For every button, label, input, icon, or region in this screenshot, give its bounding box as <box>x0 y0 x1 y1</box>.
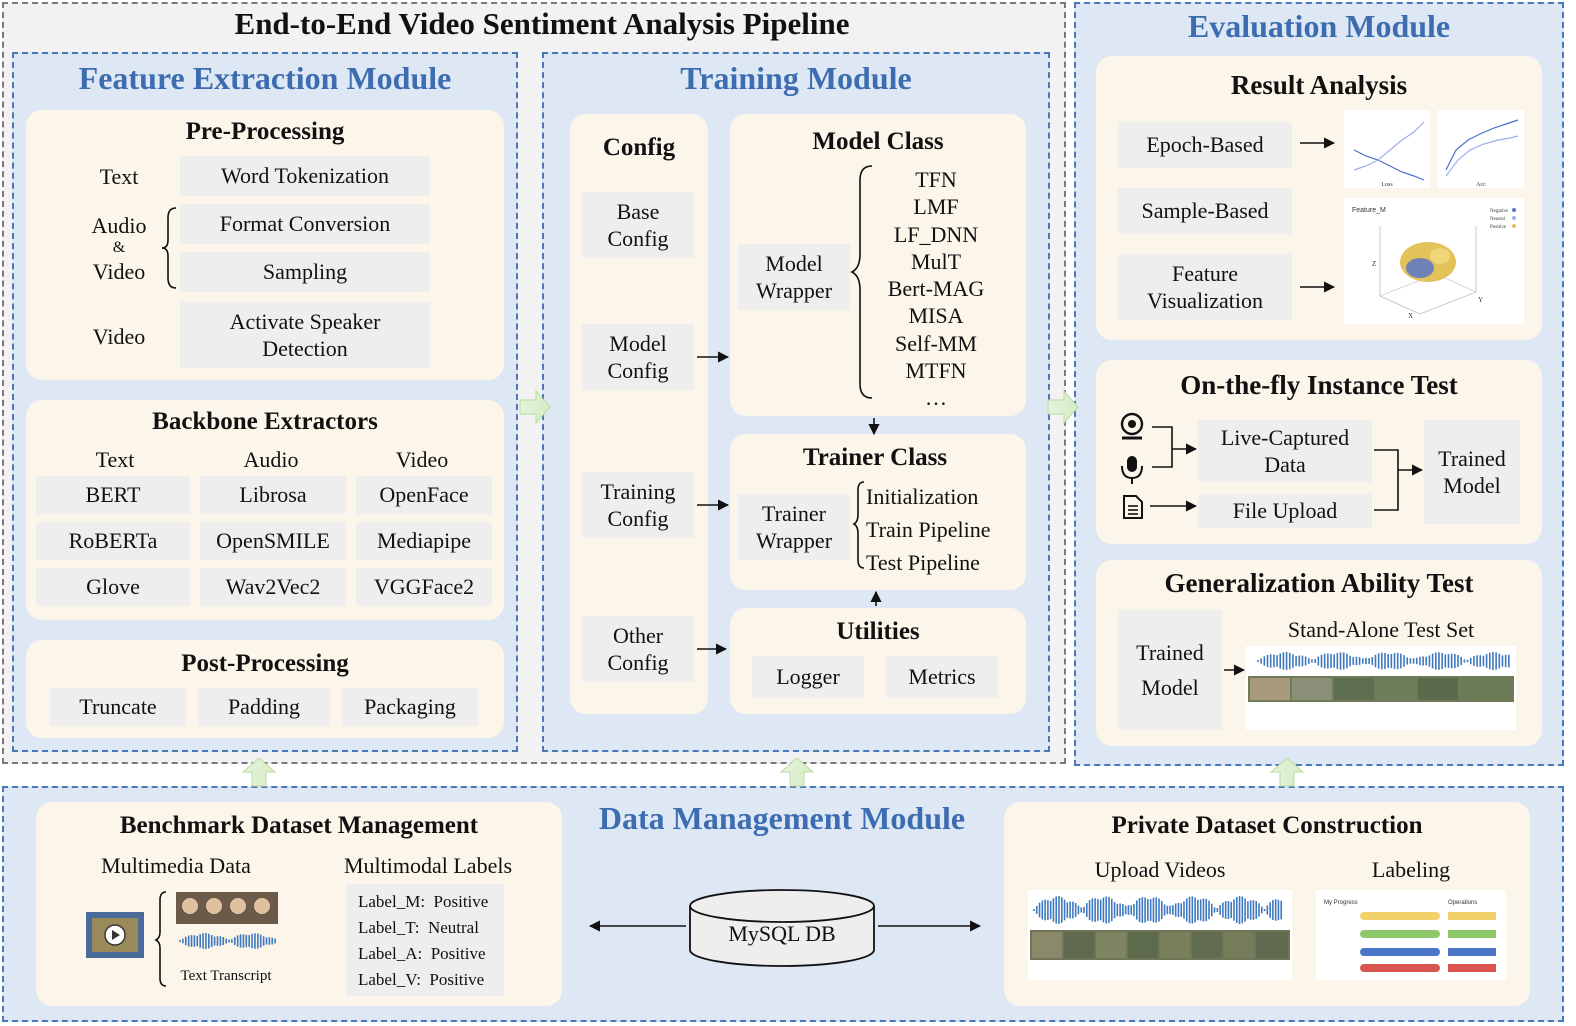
word-tokenization-box: Word Tokenization <box>180 156 430 196</box>
labeling-label: Labeling <box>1371 857 1451 883</box>
generalization-title: Generalization Ability Test <box>1164 568 1474 598</box>
transcript-label: Text Transcript <box>180 967 272 984</box>
live-captured-box: Live-Captured Data <box>1198 420 1372 482</box>
multimedia-label: Multimedia Data <box>101 853 251 879</box>
trainer-class-title: Trainer Class <box>802 444 948 471</box>
post-processing-title: Post-Processing <box>181 650 349 677</box>
backbone-header-video: Video <box>395 447 449 473</box>
result-analysis-title: Result Analysis <box>1230 70 1408 100</box>
pre-processing-title: Pre-Processing <box>185 118 345 145</box>
sampling-box: Sampling <box>180 252 430 292</box>
epoch-based-box: Epoch-Based <box>1118 122 1292 168</box>
pre-video2-label: Video <box>92 324 146 350</box>
general-trained-model-box: Trained Model <box>1118 610 1222 730</box>
data-management-title: Data Management Module <box>598 800 966 836</box>
labels-box <box>346 884 504 996</box>
pre-amp-label: & <box>112 239 126 256</box>
trainer-item: Initialization <box>866 484 979 510</box>
backbone-header-text: Text <box>95 447 135 473</box>
feature-visualization-box: Feature Visualization <box>1118 254 1292 320</box>
standalone-label: Stand-Alone Test Set <box>1287 617 1475 643</box>
file-upload-box: File Upload <box>1198 494 1372 528</box>
backbone-cell: RoBERTa <box>36 522 190 560</box>
pre-text-label: Text <box>99 164 139 190</box>
model-item: Self-MM <box>895 330 977 356</box>
config-item: Training Config <box>582 472 694 538</box>
feature-title: Feature Extraction Module <box>78 60 452 96</box>
label-item: Label_T: Neutral <box>358 918 479 937</box>
backbone-cell: Wav2Vec2 <box>200 568 346 606</box>
trainer-item: Train Pipeline <box>866 517 991 543</box>
model-item: MISA <box>908 303 964 329</box>
backbone-cell: Librosa <box>200 476 346 514</box>
model-item: LF_DNN <box>893 221 979 247</box>
onfly-trained-model-box: Trained Model <box>1424 420 1520 524</box>
model-item: MTFN <box>905 358 967 384</box>
label-item: Label_A: Positive <box>358 944 486 963</box>
model-item: … <box>925 385 947 411</box>
private-caption: I really think she just wanted love and … <box>1035 963 1287 975</box>
config-item: Other Config <box>582 616 694 682</box>
model-wrapper-box: Model Wrapper <box>738 244 850 310</box>
model-item: MulT <box>910 248 962 274</box>
backbone-title: Backbone Extractors <box>152 408 378 435</box>
post-item: Padding <box>198 688 330 726</box>
config-item: Base Config <box>582 192 694 258</box>
model-item: TFN <box>915 167 957 192</box>
utilities-title: Utilities <box>836 618 920 645</box>
model-item: LMF <box>913 194 959 220</box>
backbone-cell: BERT <box>36 476 190 514</box>
onfly-title: On-the-fly Instance Test <box>1180 370 1458 400</box>
label-item: Label_M: Positive <box>358 892 489 911</box>
format-conversion-box: Format Conversion <box>180 204 430 244</box>
activate-speaker-detection-box: Activate Speaker Detection <box>180 302 430 368</box>
evaluation-title: Evaluation Module <box>1187 8 1451 44</box>
post-item: Truncate <box>50 688 186 726</box>
standalone-caption: And we have to work through that and und… <box>1250 701 1514 725</box>
backbone-cell: Mediapipe <box>356 522 492 560</box>
backbone-cell: OpenFace <box>356 476 492 514</box>
pre-video-label: Video <box>92 259 146 285</box>
backbone-cell: Glove <box>36 568 190 606</box>
logger-box: Logger <box>752 656 864 698</box>
config-item: Model Config <box>582 324 694 390</box>
backbone-header-audio: Audio <box>243 447 299 473</box>
model-item: Bert-MAG <box>887 276 985 302</box>
config-title: Config <box>602 134 676 161</box>
multimodal-label: Multimodal Labels <box>343 853 513 879</box>
post-item: Packaging <box>342 688 478 726</box>
pre-audio-label: Audio <box>91 213 147 239</box>
benchmark-title: Benchmark Dataset Management <box>119 812 479 839</box>
trainer-wrapper-box: Trainer Wrapper <box>738 494 850 560</box>
pipeline-title: End-to-End Video Sentiment Analysis Pipe… <box>234 6 850 41</box>
label-item: Label_V: Positive <box>358 970 485 989</box>
private-title: Private Dataset Construction <box>1111 812 1423 839</box>
metrics-box: Metrics <box>886 656 998 698</box>
sample-based-box: Sample-Based <box>1118 188 1292 234</box>
backbone-cell: VGGFace2 <box>356 568 492 606</box>
trainer-item: Test Pipeline <box>866 550 980 576</box>
model-class-title: Model Class <box>812 128 944 155</box>
backbone-cell: OpenSMILE <box>200 522 346 560</box>
upload-videos-label: Upload Videos <box>1094 857 1226 883</box>
training-title: Training Module <box>680 60 912 96</box>
